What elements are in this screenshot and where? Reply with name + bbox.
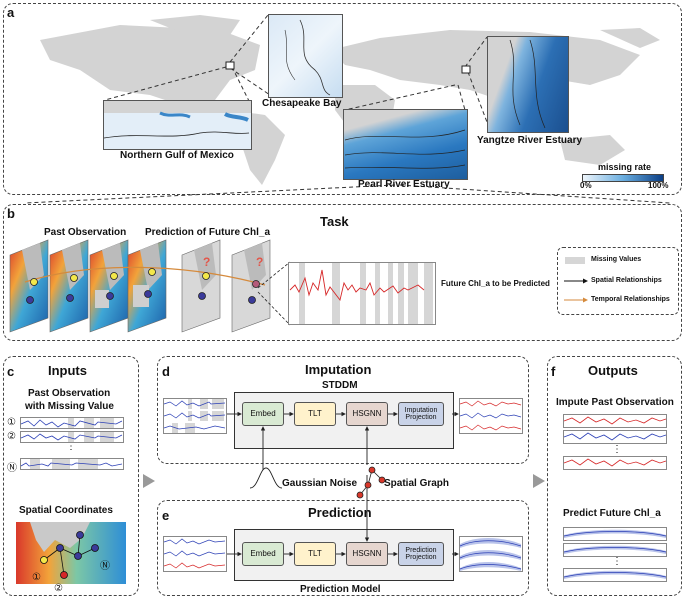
predict-future-label: Predict Future Chl_a (563, 508, 661, 519)
missing-rate-max: 100% (648, 181, 669, 190)
future-chl-label: Future Chl_a to be Predicted (441, 279, 550, 288)
series-index-n: Ⓝ (7, 463, 17, 474)
panel-e-label: e (162, 508, 170, 523)
map-index-n: Ⓝ (100, 561, 110, 572)
input-series-1 (20, 417, 124, 429)
predict-ellipsis: ⋮ (612, 556, 622, 567)
output-impute-series-n (563, 456, 667, 470)
missing-rate-title: missing rate (598, 162, 652, 172)
inputs-title: Inputs (48, 363, 87, 378)
pearl-label: Pearl River Estuary (358, 179, 450, 190)
panel-a-label: a (7, 5, 15, 20)
panel-b-label: b (7, 206, 15, 221)
stddm-label: STDDM (322, 380, 358, 391)
prediction-input-series (163, 536, 227, 572)
legend-spatial-label: Spatial Relationships (591, 277, 662, 284)
imputation-embed-block: Embed (242, 402, 284, 426)
past-obs-line1: Past Observation (28, 388, 111, 399)
map-index-1: ① (32, 572, 41, 583)
panel-c (3, 356, 139, 596)
output-impute-series-2 (563, 430, 667, 444)
yangtze-inset (487, 36, 569, 133)
prediction-hsgnn-block: HSGNN (346, 542, 388, 566)
gulf-inset (103, 100, 252, 150)
panel-c-label: c (7, 364, 15, 379)
series-index-1: ① (7, 417, 16, 428)
imputation-output-series (459, 398, 523, 434)
imputation-tlt-block: TLT (294, 402, 336, 426)
spatial-coordinates-label: Spatial Coordinates (19, 505, 113, 516)
panel-d (157, 356, 529, 464)
output-predict-series-2 (563, 543, 667, 557)
panel-e (157, 500, 529, 596)
input-series-2 (20, 431, 124, 443)
series-ellipsis: ⋮ (66, 441, 76, 452)
outputs-title: Outputs (588, 363, 638, 378)
output-predict-series-n (563, 568, 667, 582)
imputation-projection-block: Imputation Projection (398, 402, 444, 426)
legend-temporal-label: Temporal Relationships (591, 296, 670, 303)
panel-b (3, 204, 682, 341)
input-series-n (20, 458, 124, 470)
prediction-title: Prediction (308, 505, 372, 520)
pearl-inset (343, 109, 468, 180)
prediction-projection-block: Prediction Projection (398, 542, 444, 566)
past-observation-label: Past Observation (44, 227, 127, 238)
yangtze-label: Yangtze River Estuary (477, 135, 583, 146)
prediction-model-label: Prediction Model (300, 584, 381, 595)
spatial-graph-label: Spatial Graph (384, 478, 450, 489)
past-obs-line2: with Missing Value (25, 401, 114, 412)
prediction-output-series (459, 536, 523, 572)
task-legend (557, 247, 679, 315)
task-title: Task (320, 214, 349, 229)
prediction-embed-block: Embed (242, 542, 284, 566)
missing-rate-min: 0% (580, 181, 592, 190)
output-predict-series-1 (563, 527, 667, 541)
chesapeake-label: Chesapeake Bay (262, 98, 342, 109)
impute-past-label: Impute Past Observation (556, 397, 674, 408)
future-timeseries-box (288, 262, 436, 325)
output-impute-series-1 (563, 414, 667, 428)
panel-d-label: d (162, 364, 170, 379)
panel-f-label: f (551, 364, 556, 379)
prediction-future-label: Prediction of Future Chl_a (145, 227, 271, 238)
chesapeake-inset (268, 14, 343, 98)
missing-rate-colorbar (582, 174, 664, 182)
gulf-label: Northern Gulf of Mexico (120, 150, 234, 161)
legend-missing-swatch (565, 257, 585, 264)
map-index-2: ② (54, 583, 63, 594)
imputation-title: Imputation (305, 362, 372, 377)
legend-missing-label: Missing Values (591, 256, 642, 263)
impute-ellipsis: ⋮ (612, 444, 622, 455)
imputation-input-series (163, 398, 227, 434)
prediction-tlt-block: TLT (294, 542, 336, 566)
gaussian-noise-label: Gaussian Noise (282, 478, 358, 489)
series-index-2: ② (7, 431, 16, 442)
panel-f (547, 356, 682, 596)
imputation-hsgnn-block: HSGNN (346, 402, 388, 426)
